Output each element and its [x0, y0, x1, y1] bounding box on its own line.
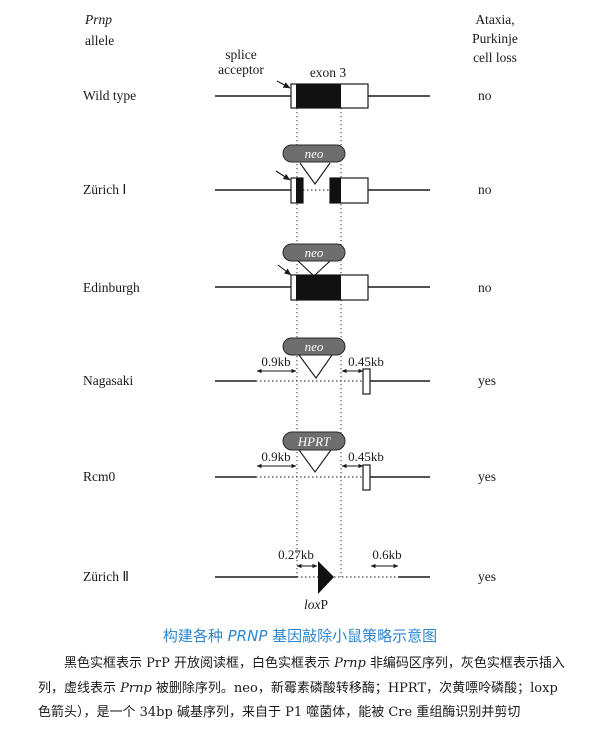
coding-region-box — [296, 84, 341, 108]
insertion-connector — [298, 354, 333, 379]
loxp-label-italic: lox — [304, 597, 321, 612]
phenotype-value: yes — [478, 469, 496, 484]
deletion-size-label: 0.45kb — [348, 354, 384, 369]
insertion-connector — [297, 260, 331, 277]
allele-name: Wild type — [83, 88, 136, 103]
splice-acceptor-arrow — [275, 170, 291, 181]
loxp-label: loxP — [304, 597, 328, 612]
allele-name: Zürich Ⅱ — [83, 569, 129, 584]
loxp-triangle — [318, 561, 334, 594]
phenotype-header-line: Ataxia, — [475, 12, 514, 27]
allele-name: Zürich Ⅰ — [83, 182, 126, 197]
exon-label: exon 3 — [310, 65, 347, 80]
neo-insert — [282, 144, 346, 163]
splice-acceptor-arrow — [277, 264, 292, 276]
caption-title: 构建各种 PRNP 基因敲除小鼠策略示意图 — [0, 625, 600, 647]
insert-label: HPRT — [297, 434, 331, 449]
phenotype-header-line: Purkinje — [472, 31, 518, 46]
caption-text: 色箭头），是一个 34bp 碱基序列，来自于 P1 噬菌体，能被 Cre 重组酶… — [38, 705, 521, 720]
insert-label: neo — [305, 146, 324, 161]
phenotype-value: no — [478, 280, 492, 295]
phenotype-value: yes — [478, 569, 496, 584]
hprt-insert — [282, 431, 346, 451]
allele-row-edinburgh: Edinburgh neo no — [83, 243, 492, 301]
gene-label: Prnp — [84, 12, 112, 27]
caption-title-gene: PRNP — [227, 627, 268, 645]
caption-title-part: 基因敲除小鼠策略示意图 — [267, 627, 438, 645]
splice-acceptor-arrow — [276, 80, 291, 89]
insert-label: neo — [305, 245, 324, 260]
knockout-strategy-diagram: Prnp allele Ataxia, Purkinje cell loss s… — [83, 12, 518, 612]
neo-insert — [282, 243, 346, 262]
coding-region-box — [296, 275, 341, 300]
phenotype-header-line: cell loss — [473, 50, 517, 65]
deletion-size-label: 0.9kb — [261, 449, 290, 464]
phenotype-value: no — [478, 182, 492, 197]
loxp-label-suffix: P — [320, 597, 328, 612]
allele-row-zurich-2: Zürich Ⅱ 0.27kb 0.6kb loxP yes — [83, 547, 496, 612]
splice-acceptor-label: splice — [225, 47, 257, 62]
deletion-size-label: 0.45kb — [348, 449, 384, 464]
deletion-size-label: 0.27kb — [278, 547, 314, 562]
allele-label: allele — [85, 33, 114, 48]
neo-insert — [282, 337, 346, 356]
phenotype-value: no — [478, 88, 492, 103]
caption-line: 黑色实框表示 PrP 开放阅读框，白色实框表示 Prnp 非编码区序列，灰色实框… — [64, 654, 565, 674]
noncoding-region-box — [362, 368, 371, 395]
allele-row-zurich-1: Zürich Ⅰ neo no — [83, 144, 492, 204]
caption-line: 色箭头），是一个 34bp 碱基序列，来自于 P1 噬菌体，能被 Cre 重组酶… — [38, 703, 565, 723]
caption-text: 非编码区序列，灰色实框表示插入序 — [365, 656, 565, 671]
allele-name: Rcm0 — [83, 469, 115, 484]
noncoding-region-box — [362, 464, 371, 491]
insertion-connector — [298, 449, 332, 473]
splice-acceptor-label: acceptor — [218, 62, 264, 77]
caption-gene-italic: Prnp — [334, 656, 366, 671]
allele-name: Nagasaki — [83, 373, 133, 388]
allele-row-rcm0: Rcm0 HPRT 0.9kb 0.45kb yes — [83, 431, 496, 491]
caption-title-part: 构建各种 — [162, 627, 228, 645]
allele-row-wild-type: Wild type no — [83, 80, 492, 109]
caption-text: 黑色实框表示 PrP 开放阅读框，白色实框表示 — [64, 656, 335, 671]
coding-region-box — [296, 178, 303, 203]
allele-name: Edinburgh — [83, 280, 140, 295]
caption-gene-italic: Prnp — [120, 681, 152, 696]
deletion-size-label: 0.9kb — [261, 354, 290, 369]
insertion-connector — [299, 162, 331, 185]
caption-text: 列，虚线表示 — [38, 681, 121, 696]
phenotype-value: yes — [478, 373, 496, 388]
coding-region-box — [330, 178, 341, 203]
allele-row-nagasaki: Nagasaki neo 0.9kb 0.45kb yes — [83, 337, 496, 395]
deletion-size-label: 0.6kb — [372, 547, 401, 562]
caption-text: 被删除序列。neo，新霉素磷酸转移酶；HPRT，次黄嘌呤磷酸；loxp（黑 — [151, 681, 565, 696]
caption-line: 列，虚线表示 Prnp 被删除序列。neo，新霉素磷酸转移酶；HPRT，次黄嘌呤… — [38, 679, 565, 699]
insert-label: neo — [305, 339, 324, 354]
